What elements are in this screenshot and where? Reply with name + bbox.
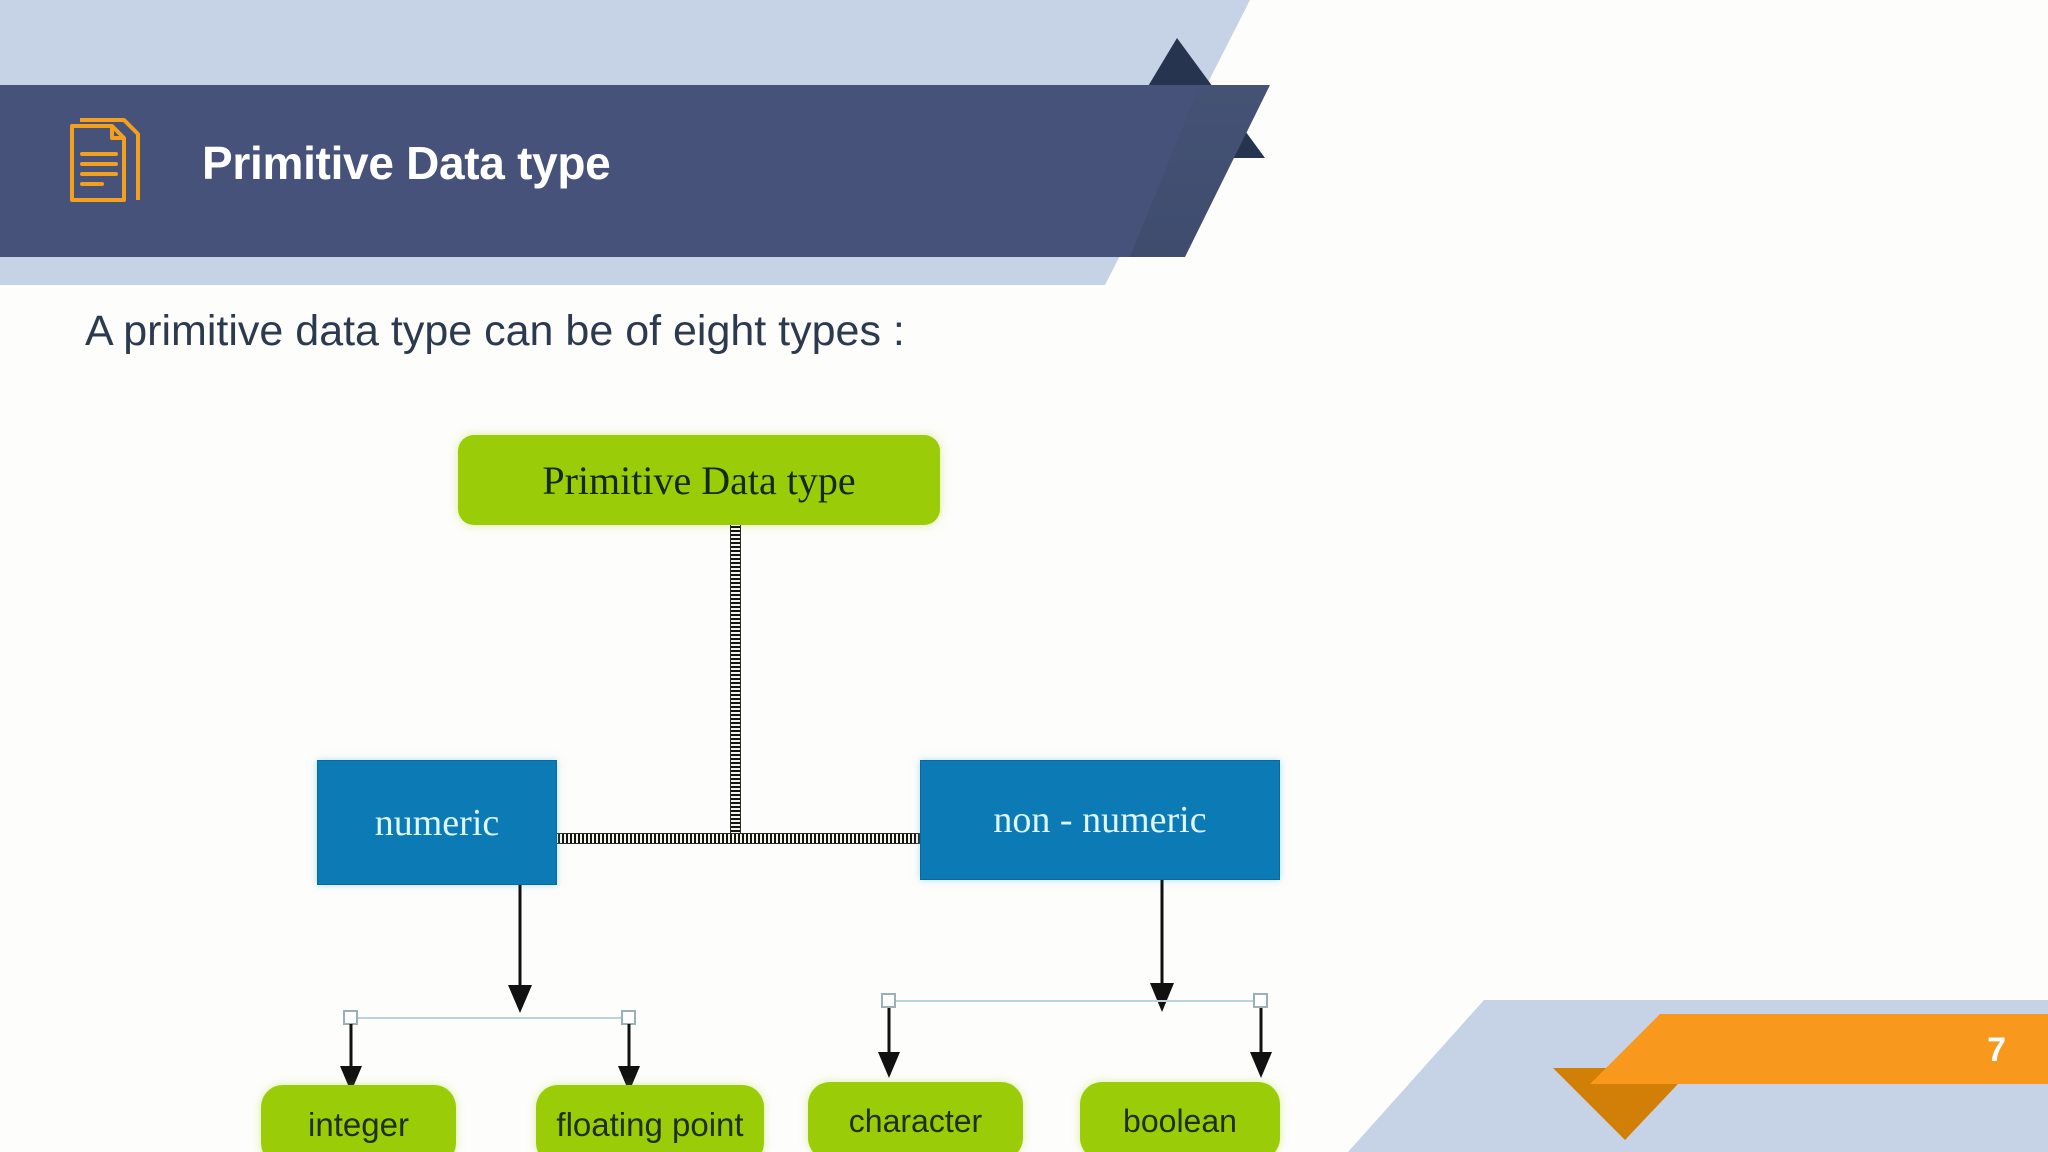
subtitle-text: A primitive data type can be of eight ty… [85,307,905,355]
node-label: integer [308,1106,409,1143]
selection-line-left[interactable] [350,1017,628,1019]
header-navy-band [0,85,1270,257]
node-primitive-data-type[interactable]: Primitive Data type [458,435,940,525]
arrow-numeric-down [508,885,532,1013]
node-label: numeric [374,801,500,844]
selection-handle-left-end[interactable] [621,1010,636,1025]
header-navy-band-inner [0,85,1200,257]
document-icon [70,118,140,202]
selection-handle-left-start[interactable] [343,1010,358,1025]
node-non-numeric[interactable]: non - numeric [920,760,1280,880]
selection-handle-right-end[interactable] [1253,993,1268,1008]
connector-root-trunk [730,525,741,840]
arrow-nonnumeric-down [1150,880,1174,1012]
node-label: character [848,1102,983,1139]
page-title: Primitive Data type [202,137,611,189]
node-label: non - numeric [993,799,1207,841]
arrow-to-integer [340,1024,362,1092]
node-character[interactable]: character [808,1082,1023,1152]
node-floating-point[interactable]: floating point [536,1085,764,1152]
selection-handle-right-start[interactable] [881,993,896,1008]
page-number: 7 [1987,1031,2006,1069]
node-label: Primitive Data type [542,457,856,503]
arrow-to-character [878,1008,900,1078]
footer-orange-ribbon [1590,1014,2048,1084]
primitive-data-type-diagram: Primitive Data type numeric non - numeri… [261,400,1430,1152]
node-integer[interactable]: integer [261,1085,456,1152]
selection-line-right[interactable] [888,1000,1260,1002]
arrow-to-floating-point [618,1024,640,1092]
node-label: floating point [556,1106,744,1143]
node-numeric[interactable]: numeric [317,760,557,885]
node-label: boolean [1123,1102,1237,1139]
node-boolean[interactable]: boolean [1080,1082,1280,1152]
connector-level2-bar [490,833,985,844]
arrow-to-boolean [1250,1008,1272,1078]
